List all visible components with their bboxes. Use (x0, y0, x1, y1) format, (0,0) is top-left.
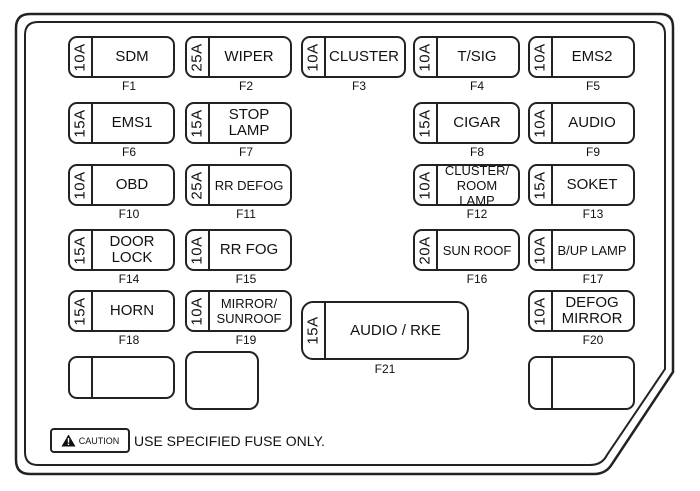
fuse-name: STOP LAMP (228, 106, 270, 139)
fuse-code: F11 (236, 207, 256, 221)
caution-text: USE SPECIFIED FUSE ONLY. (134, 433, 325, 449)
fuse-f7: 15A STOP LAMP (185, 102, 292, 144)
fuse-code: F15 (235, 272, 257, 286)
fuse-f3: 10A CLUSTER (301, 36, 406, 78)
fuse-code: F12 (466, 207, 488, 221)
fuse-code: F10 (118, 207, 140, 221)
fuse-amp: 15A (532, 170, 550, 200)
fuse-code: F1 (121, 79, 136, 93)
fuse-f2: 25A WIPER (185, 36, 292, 78)
fuse-f11: 25A RR DEFOG (185, 164, 292, 206)
caution-badge: CAUTION (50, 428, 130, 453)
fuse-f15: 10A RR FOG (185, 229, 292, 271)
fuse-name: AUDIO / RKE (350, 321, 441, 339)
fuse-f18: 15A HORN (68, 290, 175, 332)
fuse-code: F5 (585, 79, 600, 93)
fuse-name: AUDIO (568, 114, 616, 131)
fuse-amp: 10A (532, 42, 550, 72)
fuse-code: F18 (118, 333, 140, 347)
fuse-name: CLUSTER/ ROOM LAMP (444, 162, 510, 208)
fuse-name: SUN ROOF (442, 242, 512, 258)
warning-triangle-icon (61, 434, 76, 447)
fuse-f14: 15A DOOR LOCK (68, 229, 175, 271)
fuse-code: F21 (374, 362, 396, 376)
fuse-amp: 15A (417, 108, 435, 138)
fuse-f9: 10A AUDIO (528, 102, 635, 144)
fuse-amp: 15A (72, 108, 90, 138)
fuse-amp: 10A (189, 235, 207, 265)
fuse-amp: 15A (189, 108, 207, 138)
fuse-code: F4 (469, 79, 484, 93)
fuse-amp: 10A (305, 42, 323, 72)
fuse-name: T/SIG (457, 48, 497, 65)
fuse-amp: 10A (417, 42, 435, 72)
fuse-f16: 20A SUN ROOF (413, 229, 520, 271)
fuse-code: F13 (582, 207, 604, 221)
fuse-code: F7 (238, 145, 253, 159)
fuse-code: F14 (118, 272, 140, 286)
fuse-name: MIRROR/ SUNROOF (216, 296, 282, 326)
fuse-amp: 20A (417, 235, 435, 265)
fuse-name: EMS1 (111, 114, 153, 131)
fuse-amp: 15A (72, 235, 90, 265)
fuse-amp: 25A (189, 42, 207, 72)
fuse-code: F6 (121, 145, 136, 159)
fuse-amp: 10A (72, 170, 90, 200)
fuse-name: EMS2 (571, 48, 613, 65)
fuse-name: SOKET (566, 176, 618, 193)
spare-fuse-slot (68, 356, 175, 399)
fuse-f13: 15A SOKET (528, 164, 635, 206)
fuse-amp: 25A (189, 170, 207, 200)
fuse-f21: 15A AUDIO / RKE (301, 301, 469, 360)
fuse-code: F20 (582, 333, 604, 347)
fuse-code: F9 (585, 145, 600, 159)
fuse-f10: 10A OBD (68, 164, 175, 206)
fuse-f4: 10A T/SIG (413, 36, 520, 78)
fuse-name: CIGAR (453, 114, 501, 131)
fuse-name: B/UP LAMP (557, 242, 627, 258)
fuse-name: WIPER (224, 48, 274, 65)
fuse-code: F17 (582, 272, 604, 286)
spare-fuse-slot (185, 351, 259, 410)
fuse-code: F3 (351, 79, 366, 93)
fuse-f20: 10A DEFOG MIRROR (528, 290, 635, 332)
spare-fuse-slot (528, 356, 635, 410)
fuse-f19: 10A MIRROR/ SUNROOF (185, 290, 292, 332)
fuse-name: RR FOG (219, 241, 279, 258)
fuse-f6: 15A EMS1 (68, 102, 175, 144)
fuse-amp: 10A (532, 108, 550, 138)
fuse-amp: 10A (417, 170, 435, 200)
fuse-name: DOOR LOCK (109, 233, 155, 266)
fuse-name: DEFOG MIRROR (561, 294, 623, 327)
fuse-amp: 15A (305, 316, 323, 345)
fuse-name: HORN (109, 302, 155, 319)
fuse-f5: 10A EMS2 (528, 36, 635, 78)
fuse-code: F8 (469, 145, 484, 159)
caution-label: CAUTION (78, 435, 120, 446)
fuse-code: F19 (235, 333, 257, 347)
fuse-amp: 15A (72, 296, 90, 326)
fuse-f17: 10A B/UP LAMP (528, 229, 635, 271)
fuse-f1: 10A SDM (68, 36, 175, 78)
fuse-name: SDM (115, 48, 149, 65)
fuse-f8: 15A CIGAR (413, 102, 520, 144)
fuse-amp: 10A (72, 42, 90, 72)
fuse-code: F2 (238, 79, 253, 93)
fuse-name: RR DEFOG (214, 177, 284, 193)
fuse-amp: 10A (532, 235, 550, 265)
fuse-name: CLUSTER (328, 48, 399, 65)
fuse-amp: 10A (532, 296, 550, 326)
fuse-f12: 10A CLUSTER/ ROOM LAMP (413, 162, 520, 208)
fuse-code: F16 (466, 272, 488, 286)
fuse-name: OBD (115, 176, 149, 193)
fuse-amp: 10A (189, 296, 207, 326)
